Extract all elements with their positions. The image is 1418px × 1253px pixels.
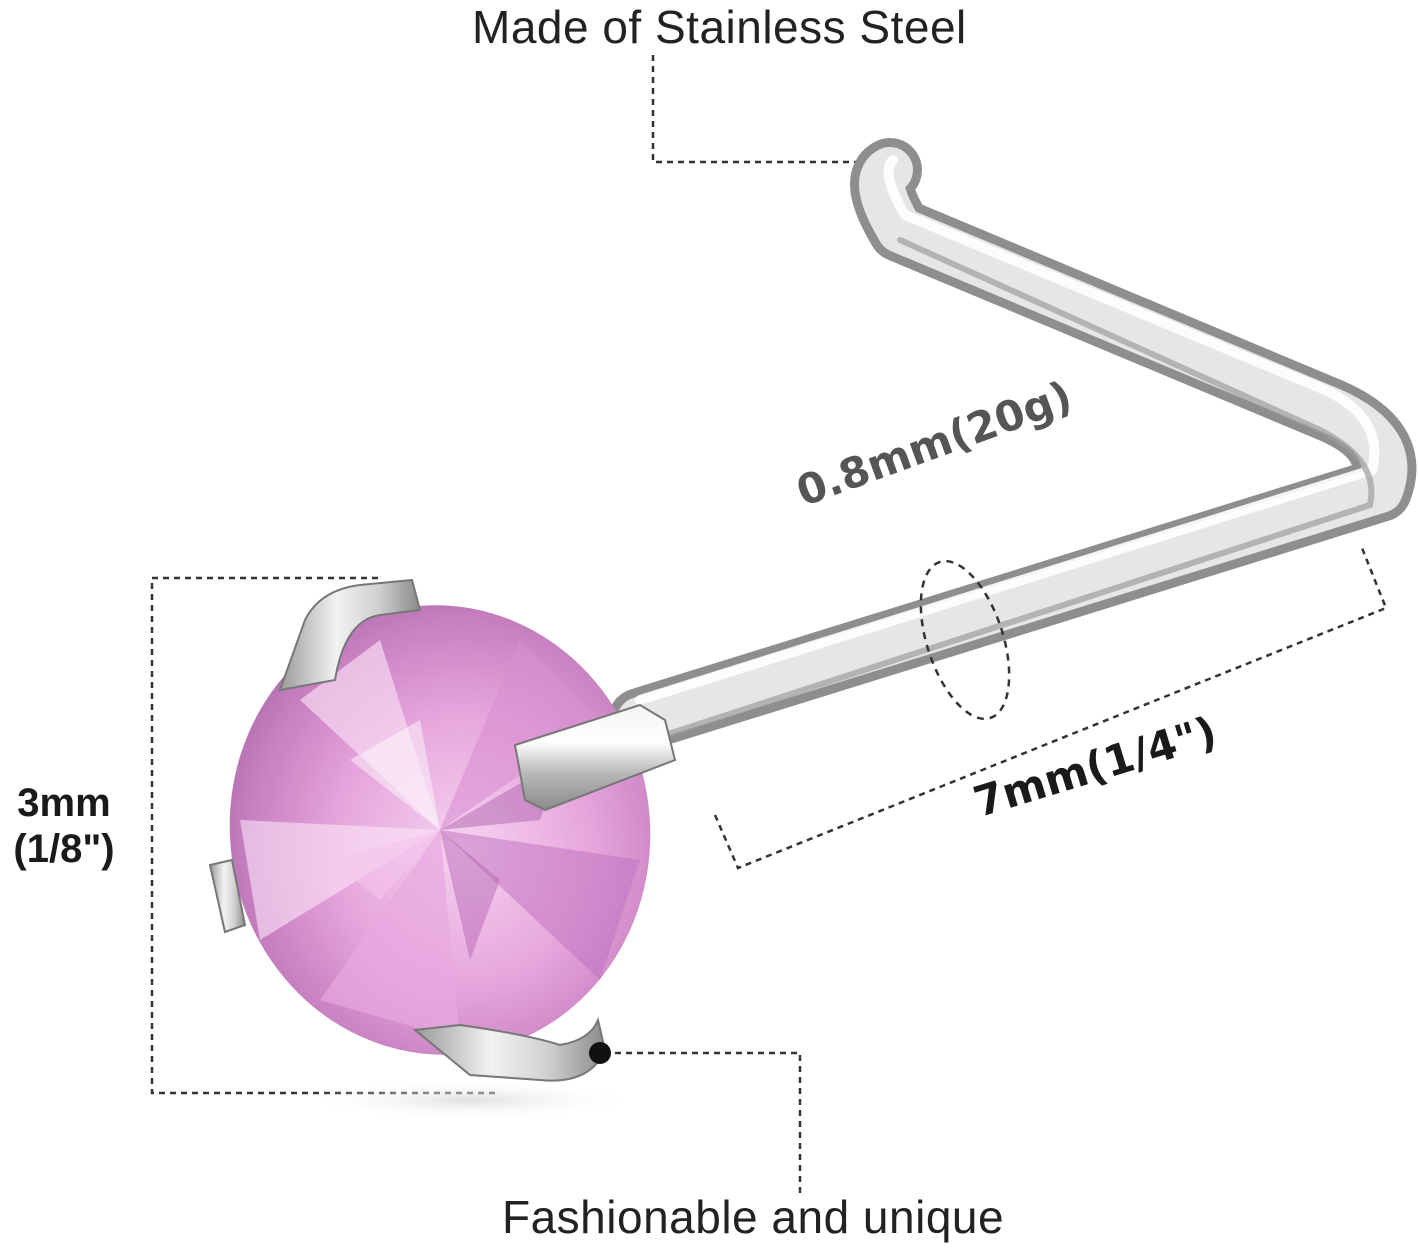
- l-bend-wire: [608, 138, 1417, 752]
- pink-gemstone: [229, 605, 651, 1055]
- prong-setting: [208, 578, 677, 1082]
- feature-leader: [589, 1042, 802, 1195]
- gem-size-inch: (1/8"): [13, 827, 115, 871]
- gem-size-mm: 3mm: [17, 781, 111, 825]
- gem-shadow: [300, 1080, 640, 1120]
- material-leader: [651, 55, 889, 173]
- material-label: Made of Stainless Steel: [472, 1, 967, 53]
- feature-label: Fashionable and unique: [502, 1191, 1005, 1243]
- gem-size-label: 3mm (1/8"): [0, 780, 128, 872]
